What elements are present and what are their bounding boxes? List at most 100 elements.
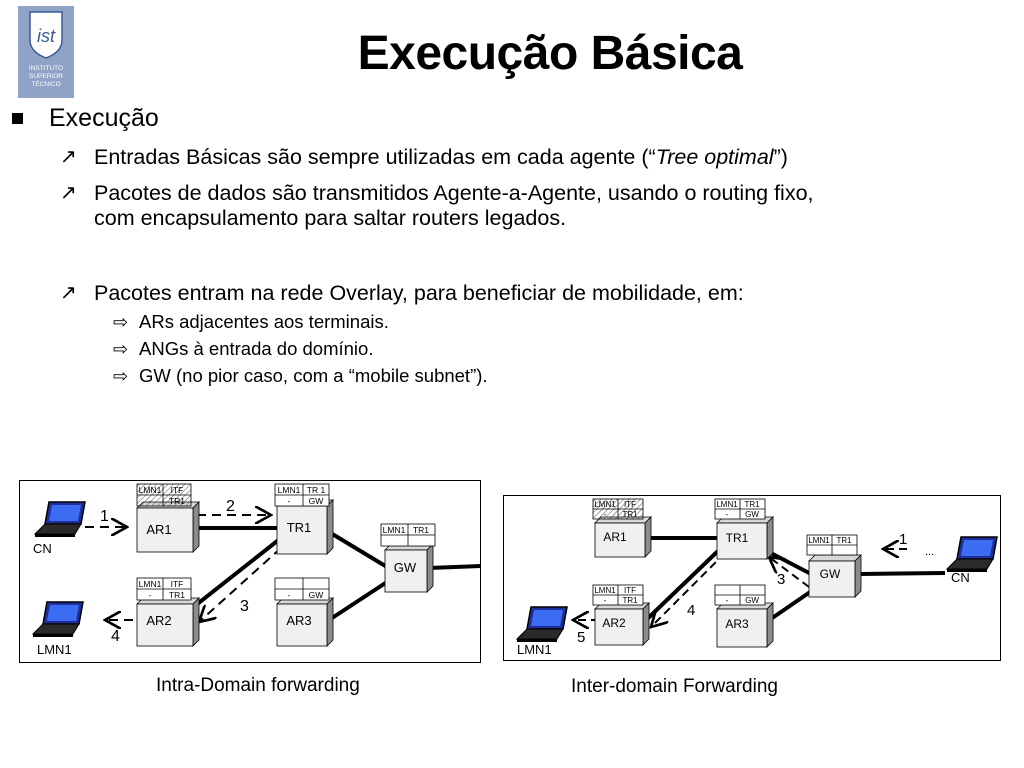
- svg-text:GW: GW: [309, 496, 324, 506]
- table-gw: LMN1 TR1: [806, 534, 858, 556]
- bullet-3-text: Pacotes entram na rede Overlay, para ben…: [94, 281, 744, 305]
- bullet-2: ↗ Pacotes de dados são transmitidos Agen…: [60, 181, 990, 231]
- intra-domain-diagram: 1 2 3 4 AR1 TR1 GW AR2 AR3: [19, 480, 481, 663]
- flow-arrow-4: [651, 552, 726, 627]
- bullet-1-text: Entradas Básicas são sempre utilizadas e…: [94, 145, 788, 169]
- step-label: 4: [111, 628, 120, 645]
- svg-text:TR1: TR1: [287, 520, 312, 535]
- step-label: 5: [577, 629, 585, 646]
- svg-text:-: -: [149, 496, 152, 506]
- arrow-bullet-icon: ↗: [60, 182, 77, 204]
- svg-text:ITF: ITF: [171, 579, 184, 589]
- node-ar1: AR1: [136, 501, 200, 553]
- svg-text:TR 1: TR 1: [307, 485, 326, 495]
- svg-text:-: -: [604, 510, 607, 519]
- ist-logo: ist INSTITUTO SUPERIOR TÉCNICO: [18, 6, 74, 98]
- node-ar1: AR1: [594, 516, 652, 558]
- step-label: 1: [100, 508, 109, 525]
- svg-text:-: -: [149, 590, 152, 600]
- node-ar3: AR3: [276, 597, 334, 647]
- link-gw-cn: [858, 571, 946, 576]
- sub-bullet-1: ⇨ ARs adjacentes aos terminais.: [113, 310, 389, 334]
- sub-bullet-2-text: ANGs à entrada do domínio.: [139, 338, 374, 359]
- svg-text:LMN1: LMN1: [594, 500, 616, 509]
- svg-text:GW: GW: [309, 590, 324, 600]
- svg-text:LMN1: LMN1: [278, 485, 301, 495]
- node-gw: GW: [384, 543, 434, 593]
- node-gw: GW: [808, 554, 862, 598]
- svg-text:LMN1: LMN1: [139, 485, 162, 495]
- svg-text:AR1: AR1: [603, 530, 627, 544]
- node-ar2: AR2: [136, 597, 200, 647]
- svg-text:TR1: TR1: [169, 590, 185, 600]
- logo-line-3: TÉCNICO: [31, 79, 60, 88]
- table-ar3: -GW: [714, 584, 766, 606]
- host-label-cn: CN: [951, 570, 970, 585]
- svg-text:-: -: [604, 596, 607, 605]
- step-label: 2: [226, 498, 235, 515]
- svg-text:ITF: ITF: [171, 485, 184, 495]
- hollow-arrow-icon: ⇨: [113, 339, 129, 359]
- logo-line-1: INSTITUTO: [29, 65, 63, 72]
- flow-arrow-3: [199, 547, 282, 622]
- svg-text:GW: GW: [745, 510, 759, 519]
- step-label: 3: [240, 598, 249, 615]
- logo-line-2: SUPERIOR: [29, 73, 63, 80]
- level1-text: Execução: [49, 104, 159, 132]
- link-tr1-gw: [764, 548, 814, 577]
- sub-bullet-1-text: ARs adjacentes aos terminais.: [139, 311, 389, 332]
- svg-text:LMN1: LMN1: [139, 579, 162, 589]
- svg-text:TR1: TR1: [413, 525, 429, 535]
- svg-text:TR1: TR1: [622, 596, 638, 605]
- link-gw-out: [428, 564, 481, 570]
- svg-text:-: -: [288, 590, 291, 600]
- svg-text:AR2: AR2: [146, 613, 171, 628]
- svg-text:ITF: ITF: [624, 500, 636, 509]
- logo-mark: ist: [37, 26, 56, 46]
- svg-text:TR1: TR1: [836, 536, 852, 545]
- svg-text:AR2: AR2: [602, 616, 626, 630]
- svg-text:LMN1: LMN1: [808, 536, 830, 545]
- bullet-2-text: Pacotes de dados são transmitidos Agente…: [94, 181, 814, 230]
- table-ar3: - GW: [274, 577, 330, 601]
- host-label-lmn1: LMN1: [37, 642, 72, 657]
- link-ar3-gw: [327, 580, 389, 622]
- svg-text:ITF: ITF: [624, 586, 636, 595]
- node-ar2: AR2: [594, 602, 650, 646]
- flow-arrow-3: [769, 557, 810, 588]
- svg-text:GW: GW: [394, 560, 417, 575]
- svg-text:AR3: AR3: [286, 613, 311, 628]
- inter-domain-diagram: 1 3 4 5 ... AR1 TR1 GW AR2 AR3: [503, 495, 1001, 661]
- sub-bullet-3-text: GW (no pior caso, com a “mobile subnet”)…: [139, 365, 488, 386]
- step-label: 1: [899, 531, 907, 548]
- ellipsis-label: ...: [925, 546, 934, 558]
- svg-text:TR1: TR1: [169, 496, 185, 506]
- svg-text:GW: GW: [745, 596, 759, 605]
- caption-inter: Inter-domain Forwarding: [571, 676, 778, 697]
- table-tr1: LMN1 TR 1 - GW: [274, 483, 330, 507]
- node-ar3: AR3: [716, 602, 774, 648]
- table-ar1: LMN1 ITF - TR1: [592, 498, 644, 520]
- svg-text:LMN1: LMN1: [716, 500, 738, 509]
- hollow-arrow-icon: ⇨: [113, 366, 129, 386]
- svg-text:AR3: AR3: [725, 617, 749, 631]
- svg-text:-: -: [288, 496, 291, 506]
- svg-text:TR1: TR1: [622, 510, 638, 519]
- svg-text:GW: GW: [820, 567, 841, 581]
- table-ar2: LMN1 ITF - TR1: [136, 577, 192, 601]
- hollow-arrow-icon: ⇨: [113, 312, 129, 332]
- arrow-bullet-icon: ↗: [60, 282, 77, 304]
- bullet-3: ↗ Pacotes entram na rede Overlay, para b…: [60, 281, 990, 306]
- caption-intra: Intra-Domain forwarding: [156, 675, 360, 696]
- step-label: 4: [687, 602, 695, 619]
- slide-title: Execução Básica: [357, 27, 743, 80]
- svg-text:LMN1: LMN1: [594, 586, 616, 595]
- step-label: 3: [777, 571, 785, 588]
- svg-text:TR1: TR1: [726, 531, 749, 545]
- bullet-1: ↗ Entradas Básicas são sempre utilizadas…: [60, 145, 990, 170]
- sub-bullet-3: ⇨ GW (no pior caso, com a “mobile subnet…: [113, 364, 488, 388]
- arrow-bullet-icon: ↗: [60, 146, 77, 168]
- svg-text:TR1: TR1: [744, 500, 760, 509]
